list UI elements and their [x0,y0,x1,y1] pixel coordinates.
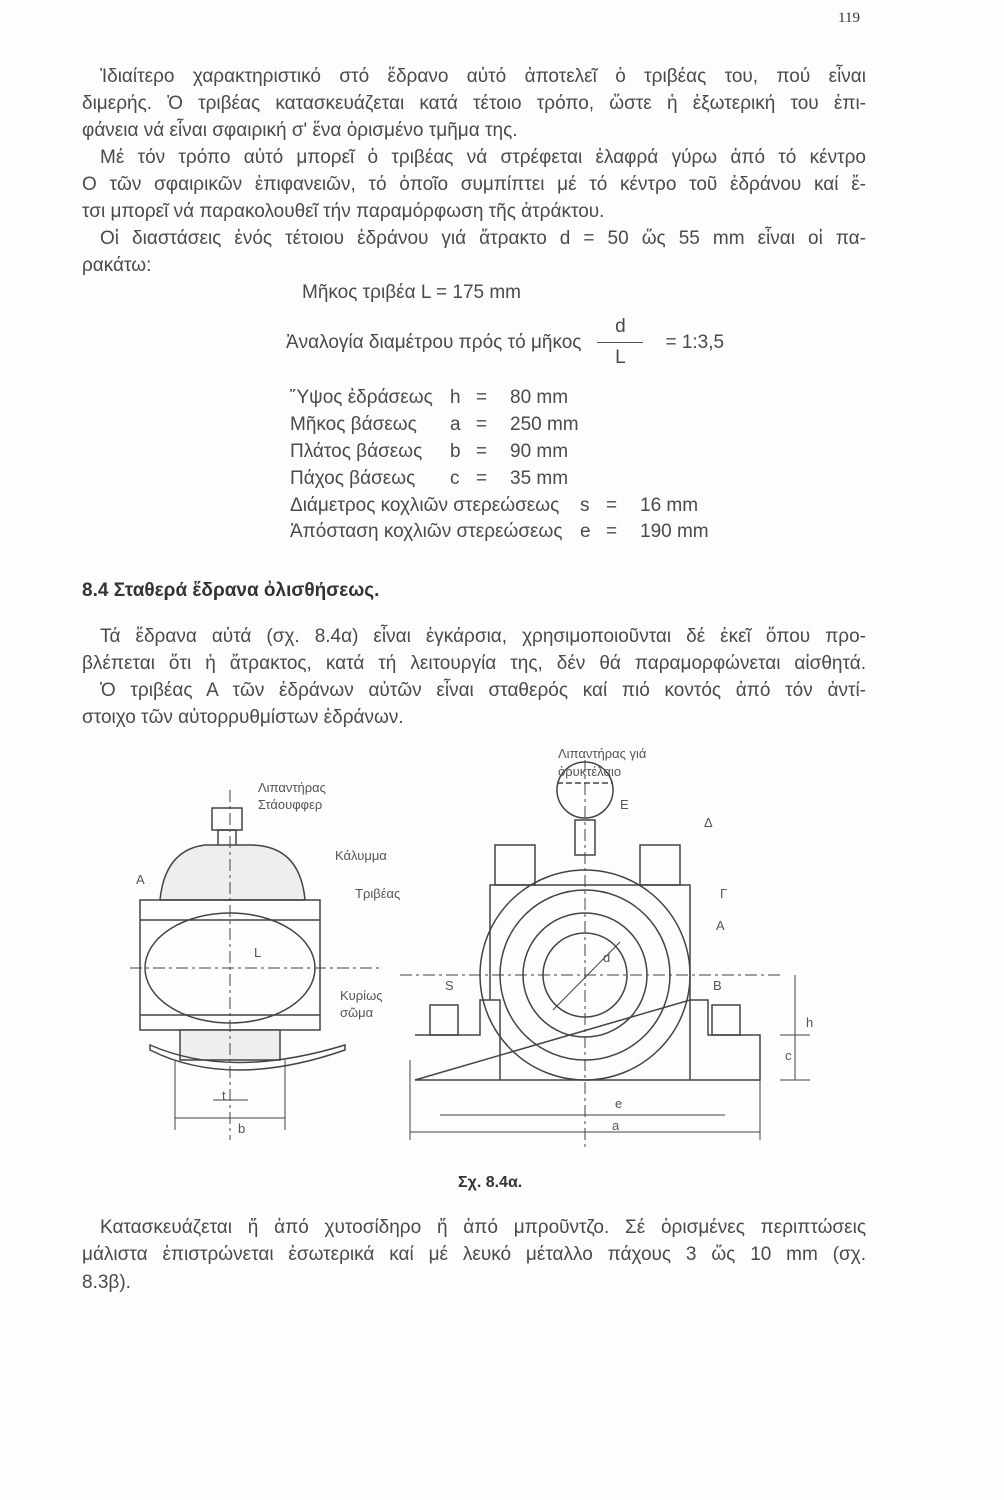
label-gamma: Γ [720,886,728,901]
ratio-denominator: L [615,347,626,368]
label-s: S [445,978,454,993]
dim-label: Ὕψος ἐδράσεως [290,387,433,408]
label-oil-lubricator: Λιπαντήρας γιά [558,746,647,761]
text-line: Ὁ τριβέας Α τῶν ἐδράνων αὐτῶν εἶναι σταθ… [100,680,866,701]
label-stauffer-lubricator: Στάουφφερ [258,797,323,812]
ratio-formula: Ἀναλογία διαμέτρου πρός τό μῆκος d L = 1… [286,316,724,369]
text-line: διμερής. Ὁ τριβέας κατασκευάζεται κατά τ… [82,93,866,114]
dimension-row: Ἀπόσταση κοχλιῶν στερεώσεως e = 190 mm [290,521,709,543]
dimension-row: Πλάτος βάσεως b = 90 mm [290,441,568,463]
ratio-value: = 1:3,5 [665,331,725,353]
dim-label: Μῆκος βάσεως [290,414,417,435]
right-front-view [400,760,810,1150]
label-e-upper: E [620,797,629,812]
dim-value: 190 mm [640,521,709,542]
dimension-row: Διάμετρος κοχλιῶν στερεώσεως s = 16 mm [290,495,698,517]
dimension-row: Ὕψος ἐδράσεως h = 80 mm [290,387,568,409]
label-e-dim: e [615,1096,623,1111]
dim-symbol: e [580,521,591,542]
dim-eq: = [476,387,488,408]
dim-label: Διάμετρος κοχλιῶν στερεώσεως [290,495,560,516]
label-t: t [222,1088,226,1103]
dim-eq: = [476,414,488,435]
dim-label: Πλάτος βάσεως [290,441,423,462]
text-line: Ἰδιαίτερο χαρακτηριστικό στό ἕδρανο αὐτό… [100,66,866,87]
label-stauffer-lubricator: Λιπαντήρας [258,780,326,795]
dim-eq: = [476,468,488,489]
fraction-bar [597,342,644,343]
label-a: A [716,918,725,933]
dimension-row: Μῆκος βάσεως a = 250 mm [290,414,579,436]
dim-symbol: h [450,387,461,408]
page-number: 119 [838,10,860,26]
dim-symbol: a [450,414,461,435]
text-line: φάνεια νά εἶναι σφαιρική σ' ἕνα ὁρισμένο… [82,120,518,141]
text-line: 8.3β). [82,1272,131,1293]
label-l: L [254,945,262,960]
dim-symbol: b [450,441,461,462]
dim-value: 90 mm [510,441,569,462]
label-a-dim: a [612,1118,620,1133]
ratio-label: Ἀναλογία διαμέτρου πρός τό μῆκος [286,331,582,353]
label-c: c [785,1048,792,1063]
formula-length: Μῆκος τριβέα L = 175 mm [302,282,522,303]
dim-label: Πάχος βάσεως [290,468,416,489]
dim-value: 250 mm [510,414,579,435]
text-line: Οἱ διαστάσεις ἑνός τέτοιου ἐδράνου γιά ἄ… [100,228,866,249]
label-main-body: σῶμα [340,1005,374,1020]
text-line: Τά ἕδρανα αὐτά (σχ. 8.4α) εἶναι ἐγκάρσια… [100,626,866,647]
label-h: h [806,1015,814,1030]
dim-eq: = [476,441,488,462]
text-line: βλέπεται ὅτι ἡ ἄτρακτος, κατά τή λειτουρ… [82,653,866,674]
dim-value: 35 mm [510,468,569,489]
text-line: μάλιστα ἐπιστρώνεται ἐσωτερικά καί μέ λε… [82,1244,866,1265]
label-b-part: B [713,978,722,993]
text-line: Ο τῶν σφαιρικῶν ἐπιφανειῶν, τό ὁποῖο συμ… [82,174,866,195]
label-delta: Δ [704,815,713,830]
ratio-numerator: d [615,316,626,337]
dimension-row: Πάχος βάσεως c = 35 mm [290,468,568,490]
figure-caption: Σχ. 8.4α. [458,1174,523,1191]
dim-symbol: c [450,468,460,489]
text-line: ρακάτω: [82,255,152,276]
text-line: Κατασκευάζεται ἤ ἀπό χυτοσίδηρο ἤ ἀπό μπ… [100,1217,866,1238]
text-line: Μέ τόν τρόπο αὐτό μπορεῖ ὁ τριβέας νά στ… [100,147,866,168]
left-section-view [130,790,380,1140]
fraction: d L [597,316,644,369]
text-line: στοιχο τῶν αὐτορρυθμίστων ἐδράνων. [82,707,404,728]
dim-label: Ἀπόσταση κοχλιῶν στερεώσεως [290,521,563,542]
dim-eq: = [606,495,618,516]
label-cover: Κάλυμμα [335,848,387,863]
dim-eq: = [606,521,618,542]
label-oil-lubricator: ὀρυκτέλαιο [558,764,622,779]
dim-value: 16 mm [640,495,699,516]
label-a-left: A [136,872,145,887]
label-d: d [603,950,611,965]
label-b: b [238,1121,246,1136]
section-heading: 8.4 Σταθερά ἕδρανα ὀλισθήσεως. [82,580,380,601]
dim-symbol: s [580,495,590,516]
text-line: τσι μπορεῖ νά παρακολουθεῖ τήν παραμόρφω… [82,201,605,222]
dim-value: 80 mm [510,387,569,408]
label-bearing-shell: Τριβέας [355,886,401,901]
label-main-body: Κυρίως [340,988,383,1003]
